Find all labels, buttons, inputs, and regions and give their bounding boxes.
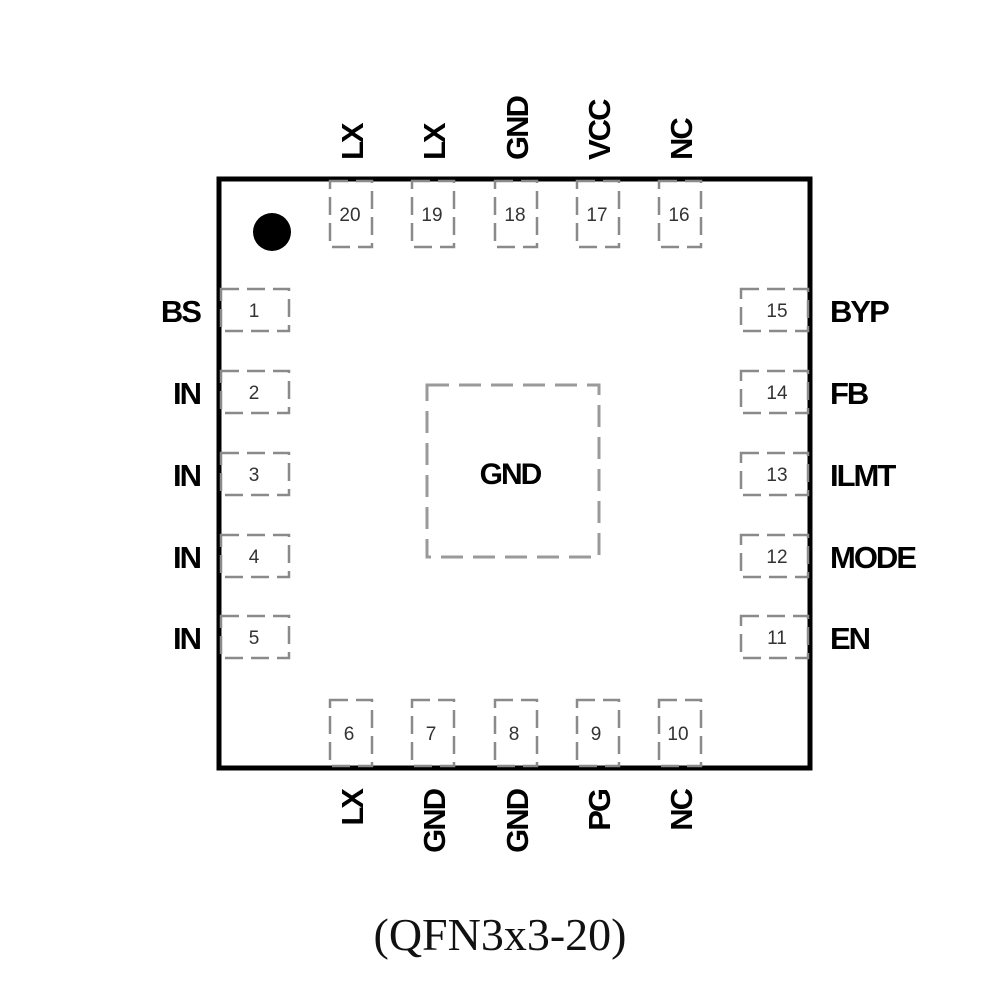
pin-name: IN — [173, 458, 201, 493]
pin-number: 8 — [509, 724, 520, 745]
pin-pad — [410, 179, 456, 249]
pin-name: NC — [664, 788, 699, 830]
pin-name: LX — [417, 122, 452, 160]
pin-name: EN — [830, 621, 870, 656]
pin-number: 6 — [344, 724, 355, 745]
pin-14: 14 FB — [739, 369, 870, 415]
pin-number: 12 — [766, 547, 787, 568]
pin-18: 18 GND — [493, 96, 539, 249]
pin-16: 16 NC — [657, 118, 703, 249]
pin-pad — [739, 533, 810, 579]
pin-pad — [657, 179, 703, 249]
pin-3: 3 IN — [173, 451, 291, 497]
pin-name: BS — [161, 294, 201, 329]
pin-number: 4 — [249, 547, 260, 568]
pin-number: 3 — [249, 465, 260, 486]
pin-17: 17 VCC — [575, 99, 621, 249]
pin-number: 9 — [591, 724, 602, 745]
package-body — [216, 176, 813, 771]
pin-1: 1 BS — [161, 287, 291, 333]
pin-20: 20 LX — [328, 122, 374, 249]
pin-number: 1 — [249, 301, 260, 322]
package-caption: (QFN3x3-20) — [373, 909, 627, 960]
pin-name: LX — [335, 788, 370, 826]
pin-pad — [219, 451, 291, 497]
pin-4: 4 IN — [173, 533, 291, 579]
pin-pad — [575, 698, 621, 768]
pin-pad — [657, 698, 703, 768]
pin-9: 9PG — [575, 698, 621, 831]
pin-number: 16 — [668, 205, 689, 226]
pin-pad — [328, 179, 374, 249]
pin-name: IN — [173, 621, 201, 656]
pin-name: IN — [173, 540, 201, 575]
pin-number: 18 — [504, 205, 525, 226]
pin-pad — [219, 533, 291, 579]
pin1-indicator-dot — [253, 213, 291, 251]
pin-number: 11 — [767, 628, 787, 649]
pin-name: GND — [500, 96, 535, 161]
pin-number: 20 — [339, 205, 360, 226]
pin-number: 17 — [586, 205, 607, 226]
pin-name: BYP — [830, 294, 889, 329]
pin-number: 10 — [667, 724, 688, 745]
pin-number: 2 — [249, 383, 260, 404]
pin-pad — [493, 698, 539, 768]
exposed-pad-label: GND — [480, 458, 542, 491]
pin-name: GND — [500, 788, 535, 853]
pin-number: 14 — [766, 383, 788, 404]
pin-pad — [410, 698, 456, 768]
pin-name: MODE — [830, 540, 916, 575]
pin-pad — [328, 698, 374, 768]
pin-15: 15 BYP — [739, 287, 891, 333]
pin-pad — [739, 369, 810, 415]
pin-number: 13 — [766, 465, 787, 486]
pin-name: GND — [417, 788, 452, 853]
pin-number: 5 — [249, 628, 260, 649]
pin-pad — [739, 287, 810, 333]
pin-pad — [219, 287, 291, 333]
pin-name: IN — [173, 376, 201, 411]
pin-pad — [739, 614, 810, 660]
pin-6: 6LX — [328, 698, 374, 826]
pin-13: 13 ILMT — [739, 451, 898, 497]
pin-name: LX — [335, 122, 370, 160]
pin-5: 5 IN — [173, 614, 291, 660]
pin-name: FB — [830, 376, 868, 411]
pin-name: ILMT — [830, 458, 896, 493]
pin-pad — [739, 451, 810, 497]
pin-name: VCC — [582, 99, 617, 160]
pin-pad — [219, 369, 291, 415]
pin-pad — [219, 614, 291, 660]
pin-11: 11 EN — [739, 614, 872, 660]
pin-name: PG — [582, 789, 617, 831]
pin-pad — [493, 179, 539, 249]
pin-pad — [575, 179, 621, 249]
pin-2: 2 IN — [173, 369, 291, 415]
pin-number: 7 — [426, 724, 437, 745]
pin-number: 15 — [766, 301, 787, 322]
pin-19: 19 LX — [410, 122, 456, 249]
pin-name: NC — [664, 118, 699, 160]
pin-12: 12 MODE — [739, 533, 918, 579]
exposed-pad — [425, 383, 601, 559]
pin-number: 19 — [421, 205, 442, 226]
